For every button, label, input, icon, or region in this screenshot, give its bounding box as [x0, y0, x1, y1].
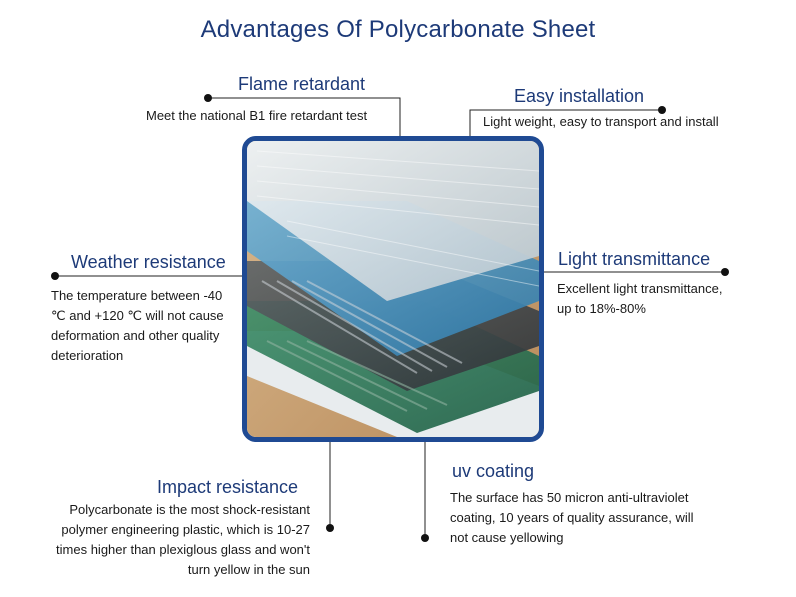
- weather-desc: The temperature between -40 ℃ and +120 ℃…: [51, 286, 251, 366]
- easy-desc: Light weight, easy to transport and inst…: [483, 114, 719, 129]
- easy-dot-outer: [658, 106, 666, 114]
- uv-desc-line: The surface has 50 micron anti-ultraviol…: [450, 490, 689, 505]
- light-heading: Light transmittance: [558, 249, 711, 269]
- product-photo: [242, 136, 544, 442]
- uv-heading: uv coating: [452, 461, 535, 481]
- light-desc: Excellent light transmittance, up to 18%…: [557, 279, 757, 319]
- impact-desc-line: Polycarbonate is the most shock-resistan…: [69, 502, 310, 517]
- impact-desc: Polycarbonate is the most shock-resistan…: [28, 500, 310, 580]
- impact-dot-outer: [326, 524, 334, 532]
- light-dot-outer: [721, 268, 729, 276]
- weather-desc-line: ℃ and +120 ℃ will not cause: [51, 308, 224, 323]
- uv-desc-line: coating, 10 years of quality assurance, …: [450, 510, 694, 525]
- impact-desc-line: polymer engineering plastic, which is 10…: [61, 522, 310, 537]
- weather-dot-outer: [51, 272, 59, 280]
- impact-desc-line: turn yellow in the sun: [187, 562, 310, 577]
- impact-desc-line: times higher than plexiglous glass and w…: [56, 542, 310, 557]
- weather-heading: Weather resistance: [71, 252, 226, 272]
- flame-dot-outer: [204, 94, 212, 102]
- flame-heading: Flame retardant: [238, 74, 366, 94]
- flame-desc: Meet the national B1 fire retardant test: [146, 108, 368, 123]
- weather-desc-line: The temperature between -40: [51, 288, 223, 303]
- page-title: Advantages Of Polycarbonate Sheet: [200, 16, 596, 43]
- impact-heading: Impact resistance: [157, 477, 299, 497]
- light-desc-line: up to 18%-80%: [557, 301, 646, 316]
- weather-desc-line: deformation and other quality: [51, 328, 220, 343]
- uv-desc: The surface has 50 micron anti-ultraviol…: [450, 488, 750, 548]
- uv-dot-outer: [421, 534, 429, 542]
- light-desc-line: Excellent light transmittance,: [557, 281, 723, 296]
- easy-heading: Easy installation: [514, 86, 645, 106]
- uv-desc-line: not cause yellowing: [450, 530, 564, 545]
- weather-desc-line: deterioration: [51, 348, 124, 363]
